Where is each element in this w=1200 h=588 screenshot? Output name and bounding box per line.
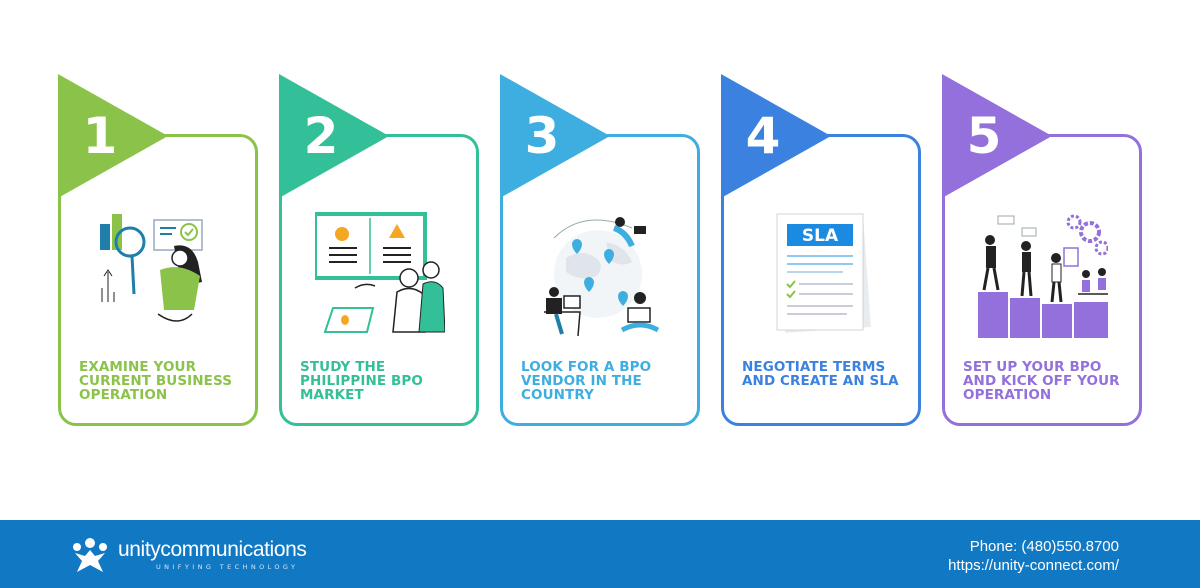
sla-document-illustration: SLA	[776, 213, 871, 333]
step-number: 1	[82, 107, 118, 165]
step-label: Examine your current business operation	[79, 359, 233, 403]
step-flag-icon	[721, 74, 831, 198]
brand-name: unitycommunications	[118, 538, 307, 561]
step-card	[58, 134, 258, 426]
step-number: 4	[745, 107, 781, 165]
step-3: 3 Look for a BPO vendor in the country	[500, 74, 702, 430]
magnifier-woman-illustration	[100, 214, 203, 322]
unity-logo-icon	[73, 538, 107, 572]
website-link[interactable]: https://unity-connect.com/	[948, 557, 1119, 574]
step-flag-icon	[500, 74, 610, 198]
steps-row: 1 Examine your current business operatio…	[58, 74, 1144, 430]
step-5: 5	[942, 74, 1144, 430]
step-label: Study the Philippine BPO market	[300, 359, 423, 403]
brand-tagline: UNIFYING TECHNOLOGY	[156, 563, 299, 571]
phone-number: Phone: (480)550.8700	[969, 538, 1119, 555]
step-4: 4 SLA Negotiate terms and create an SLA	[721, 74, 923, 430]
step-number: 2	[303, 107, 339, 165]
step-1: 1 Examine your current business operatio…	[58, 74, 260, 430]
step-number: 5	[966, 107, 1002, 165]
sla-title: SLA	[802, 226, 839, 246]
step-label: Negotiate terms and create an SLA	[742, 359, 899, 389]
step-card	[942, 134, 1142, 426]
step-2: 2 Study the Philippine BPO market	[279, 74, 481, 430]
contact-block: Phone: (480)550.8700 https://unity-conne…	[948, 537, 1119, 575]
step-label: Look for a BPO vendor in the country	[521, 359, 652, 403]
team-setup-illustration	[978, 214, 1108, 338]
step-flag-icon	[942, 74, 1052, 198]
step-label: Set up your BPO and kick off your operat…	[963, 359, 1120, 403]
step-flag-icon	[279, 74, 389, 198]
presentation-board-illustration	[315, 212, 445, 333]
globe-remote-workers-illustration	[544, 217, 660, 337]
footer-bar: unitycommunications UNIFYING TECHNOLOGY …	[0, 520, 1200, 588]
step-flag-icon	[58, 74, 168, 198]
step-number: 3	[524, 107, 560, 165]
